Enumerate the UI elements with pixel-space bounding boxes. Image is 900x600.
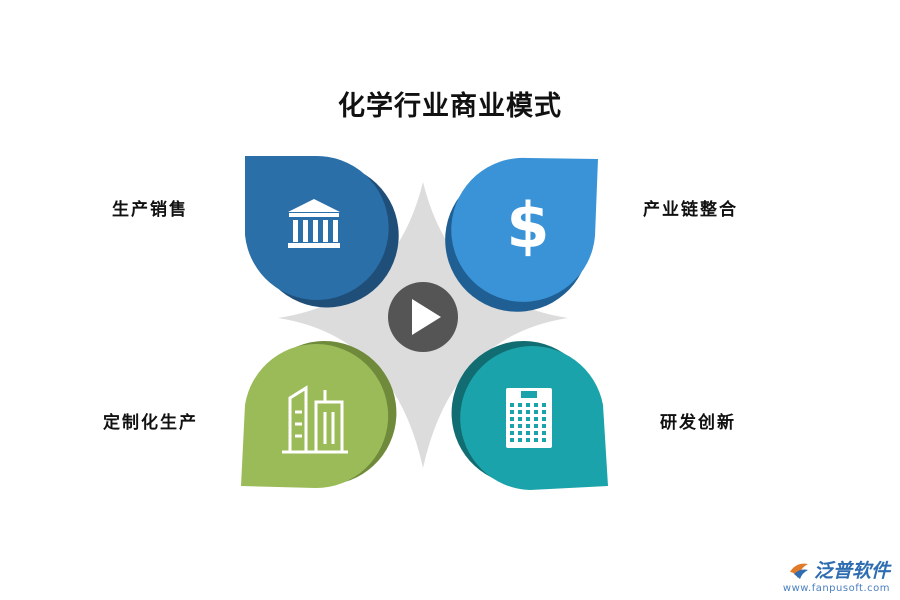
label-rnd-innovation: 研发创新 xyxy=(660,413,736,433)
building-window xyxy=(510,417,514,421)
buildings-icon xyxy=(282,385,348,454)
petal-industry-chain xyxy=(445,157,598,312)
building-window xyxy=(518,410,522,414)
building-window xyxy=(510,431,514,435)
building-window xyxy=(526,431,530,435)
label-custom-production: 定制化生产 xyxy=(103,413,198,433)
building-window xyxy=(526,417,530,421)
building-window xyxy=(526,403,530,407)
building-window xyxy=(518,417,522,421)
office-building-icon xyxy=(506,388,552,448)
building-window xyxy=(518,431,522,435)
building-window xyxy=(510,410,514,414)
label-industry-chain: 产业链整合 xyxy=(643,200,738,220)
building-window xyxy=(526,438,530,442)
dollar-icon: $ xyxy=(506,189,549,262)
building-window xyxy=(526,410,530,414)
building-window xyxy=(534,438,538,442)
page-title: 化学行业商业模式 xyxy=(338,91,562,122)
label-production-sales: 生产销售 xyxy=(112,200,188,220)
building-window xyxy=(510,403,514,407)
brand-watermark: 泛普软件 www.fanpusoft.com xyxy=(783,556,890,594)
brand-name: 泛普软件 xyxy=(813,560,890,582)
building-window xyxy=(510,424,514,428)
petal-production-sales xyxy=(245,155,399,308)
brand-url: www.fanpusoft.com xyxy=(782,583,890,594)
building-window xyxy=(518,438,522,442)
building-window xyxy=(534,424,538,428)
building-window xyxy=(534,410,538,414)
building-window xyxy=(518,403,522,407)
building-window xyxy=(542,431,546,435)
building-window xyxy=(542,403,546,407)
building-window xyxy=(542,410,546,414)
building-window xyxy=(542,424,546,428)
brand-logo-icon xyxy=(789,563,808,579)
building-window xyxy=(542,438,546,442)
building-window xyxy=(534,403,538,407)
building-window xyxy=(526,424,530,428)
bank-icon xyxy=(288,199,340,248)
building-window xyxy=(518,424,522,428)
building-window xyxy=(534,417,538,421)
play-icon[interactable] xyxy=(388,282,458,352)
building-window xyxy=(542,417,546,421)
building-window xyxy=(534,431,538,435)
petal-custom-production xyxy=(241,341,397,489)
building-window xyxy=(510,438,514,442)
